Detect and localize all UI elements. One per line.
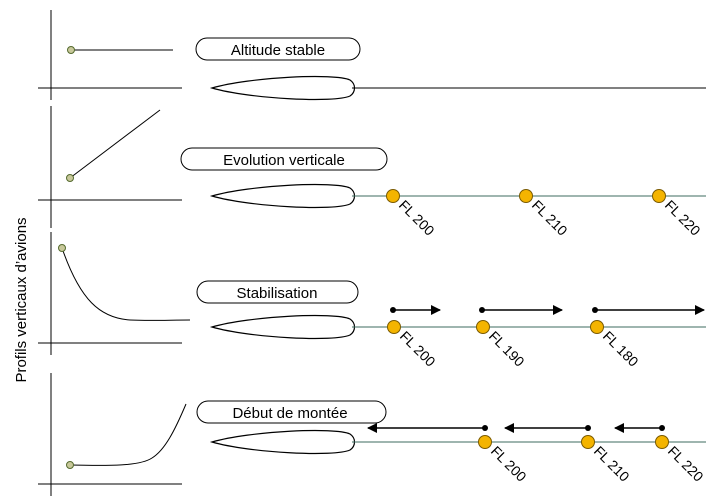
waypoint-fl190: FL 190 [476, 320, 528, 370]
profile-curve [69, 109, 161, 179]
waypoint-fl200: FL 200 [387, 320, 439, 370]
aircraft-dot [66, 461, 74, 469]
altitude-change-arrow [504, 423, 591, 433]
profile-curve [61, 247, 191, 321]
waypoint-fl200: FL 200 [386, 189, 438, 239]
altitude-change-arrow [479, 305, 563, 315]
waypoint-marker [581, 435, 595, 449]
panel-debut-de-montee: Début de montée FL 200 FL 210 FL 220 [38, 373, 707, 496]
waypoint-fl210: FL 210 [581, 435, 633, 485]
aircraft-profile-shape [209, 314, 356, 340]
altitude-change-arrow [614, 423, 665, 433]
panel-title: Stabilisation [237, 285, 318, 302]
aircraft-dot [58, 244, 66, 252]
panel-title: Altitude stable [231, 42, 325, 59]
waypoint-label: FL 200 [488, 443, 530, 485]
waypoint-marker [519, 189, 533, 203]
waypoint-fl200: FL 200 [478, 435, 530, 485]
waypoint-marker [387, 320, 401, 334]
waypoint-marker [478, 435, 492, 449]
aircraft-dot [66, 174, 74, 182]
mini-graph-stable [38, 10, 182, 100]
waypoint-label: FL 210 [529, 197, 571, 239]
panel-stabilisation: Stabilisation FL 200 FL 190 FL 180 [38, 232, 706, 370]
waypoint-fl220: FL 220 [652, 189, 704, 239]
waypoint-label: FL 220 [665, 443, 707, 485]
altitude-change-arrow [592, 305, 705, 315]
waypoint-marker [652, 189, 666, 203]
waypoint-label: FL 200 [396, 197, 438, 239]
waypoint-marker [386, 189, 400, 203]
side-label: Profils verticaux d’avions [13, 217, 30, 382]
altitude-change-arrow [367, 423, 488, 433]
title-box-montee: Début de montée [196, 400, 387, 424]
waypoint-label: FL 180 [600, 328, 642, 370]
waypoint-fl180: FL 180 [590, 320, 642, 370]
mini-graph-stabilisation [38, 232, 191, 355]
altitude-change-arrow [390, 305, 441, 315]
waypoint-label: FL 220 [662, 197, 704, 239]
mini-graph-montee [38, 373, 187, 496]
waypoint-label: FL 200 [397, 328, 439, 370]
panel-title: Début de montée [232, 405, 347, 422]
title-box-stabilisation: Stabilisation [196, 280, 359, 304]
waypoint-fl220: FL 220 [655, 435, 707, 485]
aircraft-profile-shape [209, 75, 356, 101]
waypoint-marker [655, 435, 669, 449]
title-box-stable: Altitude stable [195, 37, 361, 61]
panel-altitude-stable: Altitude stable [38, 10, 706, 101]
panel-evolution-verticale: Evolution verticale FL 200 FL 210 FL 220 [38, 106, 706, 239]
panel-title: Evolution verticale [223, 152, 345, 169]
aircraft-dot [67, 46, 75, 54]
aircraft-profile-shape [209, 183, 356, 209]
waypoint-label: FL 210 [591, 443, 633, 485]
waypoint-label: FL 190 [486, 328, 528, 370]
waypoint-marker [590, 320, 604, 334]
waypoint-marker [476, 320, 490, 334]
mini-graph-evolution [38, 106, 182, 228]
waypoint-fl210: FL 210 [519, 189, 571, 239]
title-box-evolution: Evolution verticale [180, 147, 388, 171]
aircraft-profile-shape [209, 429, 356, 455]
profile-curve [69, 403, 187, 466]
